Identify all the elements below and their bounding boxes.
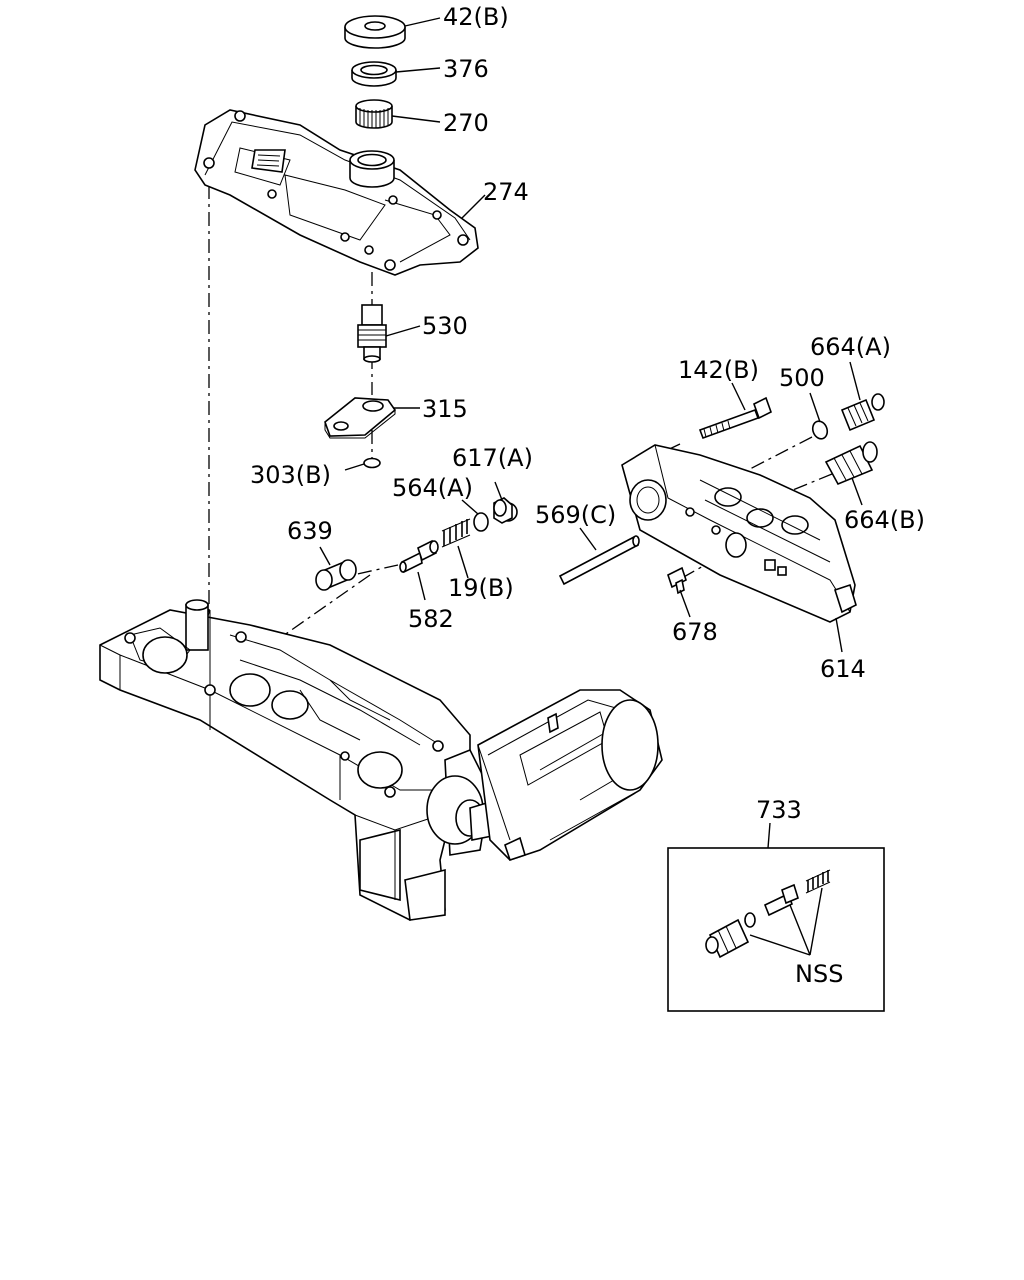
part-19b-spring: [441, 518, 471, 548]
part-42b-washer: [344, 15, 406, 49]
label-142b: 142(B): [678, 356, 759, 384]
part-274-cover: [194, 109, 479, 276]
part-582-pin: [399, 539, 439, 574]
part-376-seal: [351, 61, 397, 87]
part-617a-plug: [493, 497, 518, 524]
kit-733-box: [667, 847, 885, 1012]
alignment-lines: [208, 185, 833, 690]
label-303b: 303(B): [250, 461, 331, 489]
main-valve-body-assembly: [99, 599, 493, 921]
label-582: 582: [408, 605, 454, 633]
label-733: 733: [756, 796, 802, 824]
label-564a: 564(A): [392, 474, 473, 502]
part-639-bushing: [315, 559, 357, 591]
label-639: 639: [287, 517, 333, 545]
part-664b-solenoid: [824, 441, 878, 486]
leader-lines: [319, 17, 863, 849]
label-274: 274: [483, 178, 529, 206]
part-270-bearing: [355, 99, 393, 129]
label-nss: NSS: [795, 960, 843, 988]
part-530-valve: [357, 304, 387, 363]
label-500: 500: [779, 364, 825, 392]
callout-labels: 42(B) 376 270 274 530 315 303(B) 617(A) …: [250, 3, 925, 988]
part-142b-bolt: [698, 396, 772, 440]
part-564a-oring: [473, 512, 489, 532]
label-678: 678: [672, 618, 718, 646]
part-614-valve-body: [621, 444, 857, 623]
label-19b: 19(B): [448, 574, 514, 602]
label-376: 376: [443, 55, 489, 83]
part-500-oring: [811, 420, 829, 440]
part-678-bolt: [667, 566, 687, 595]
part-303b-oring: [363, 457, 381, 469]
actuator-motor: [477, 689, 663, 862]
label-664a: 664(A): [810, 333, 891, 361]
part-315-bracket: [324, 397, 397, 439]
part-664a-solenoid: [840, 393, 885, 432]
label-569c: 569(C): [535, 501, 616, 529]
label-530: 530: [422, 312, 468, 340]
label-614: 614: [820, 655, 866, 683]
label-42b: 42(B): [443, 3, 509, 31]
label-315: 315: [422, 395, 468, 423]
label-664b: 664(B): [844, 506, 925, 534]
label-617a: 617(A): [452, 444, 533, 472]
label-270: 270: [443, 109, 489, 137]
part-569c-rod: [558, 535, 640, 586]
